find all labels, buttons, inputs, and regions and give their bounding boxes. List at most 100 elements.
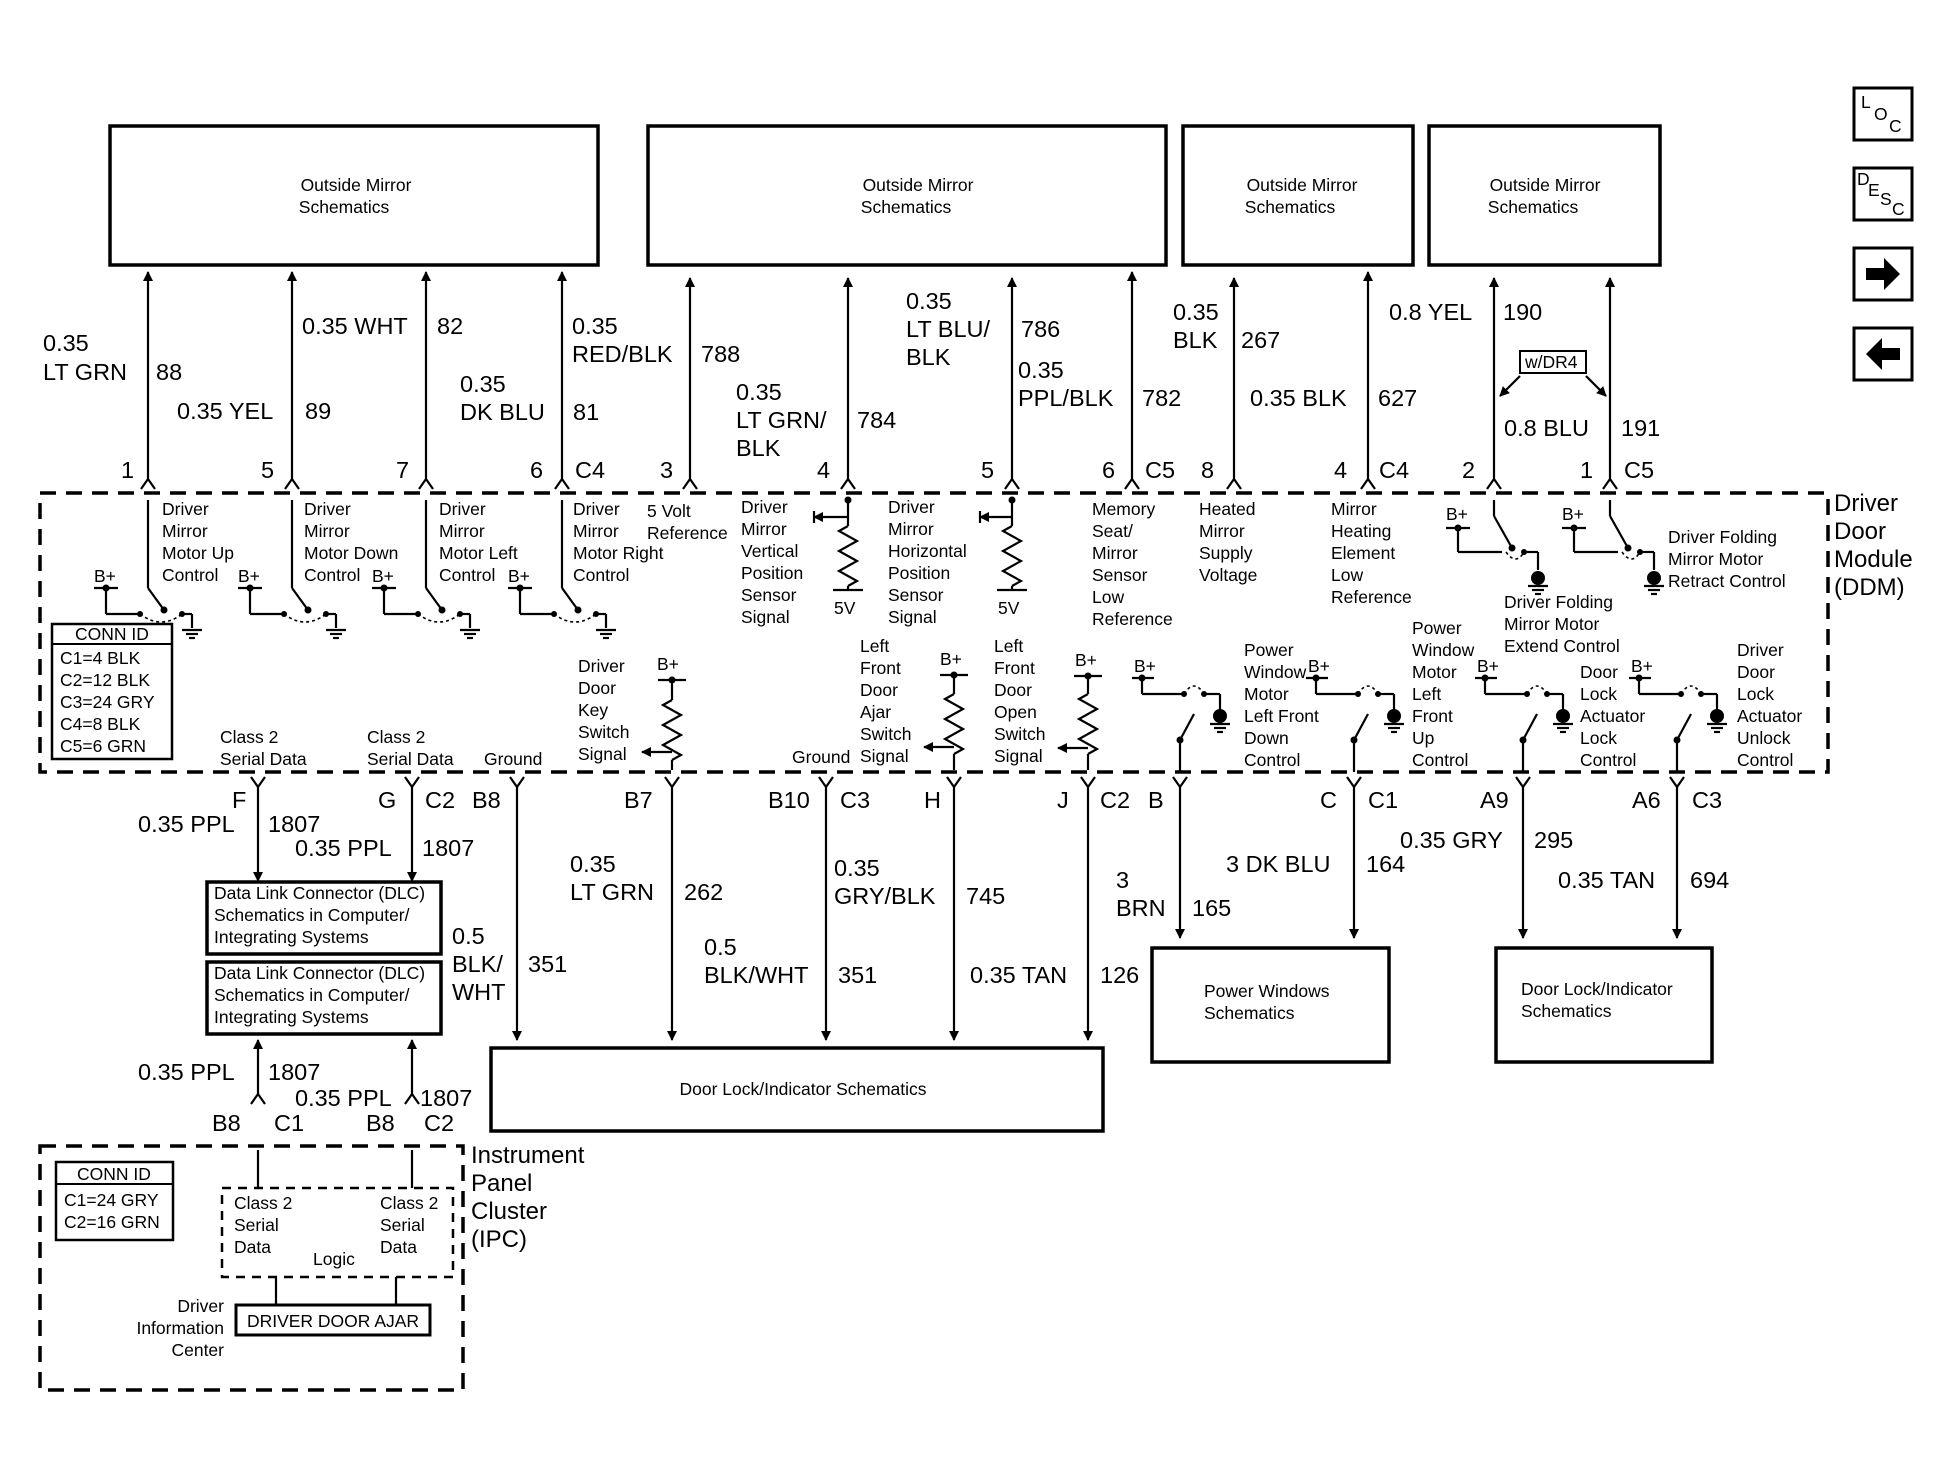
svg-text:Unlock: Unlock xyxy=(1737,728,1791,748)
top-wire-788: 0.35 RED/BLK 788 3 xyxy=(572,277,740,490)
outside-mirror-box-2: Outside Mirror Schematics xyxy=(646,124,1168,267)
door-unlock-switch: B+ xyxy=(1629,656,1727,772)
svg-text:0.35: 0.35 xyxy=(1173,299,1219,325)
svg-text:Serial Data: Serial Data xyxy=(220,749,307,769)
svg-text:7: 7 xyxy=(396,457,409,483)
svg-text:89: 89 xyxy=(305,398,331,424)
svg-text:Sensor: Sensor xyxy=(741,585,797,605)
svg-text:B8: B8 xyxy=(472,787,501,813)
bplus-label: B+ xyxy=(1308,656,1330,676)
svg-text:6: 6 xyxy=(1102,457,1115,483)
svg-text:DK BLU: DK BLU xyxy=(460,399,545,425)
svg-text:82: 82 xyxy=(437,313,463,339)
svg-text:B: B xyxy=(1148,787,1164,813)
svg-text:190: 190 xyxy=(1503,299,1542,325)
svg-text:Reference: Reference xyxy=(1092,609,1173,629)
outside-mirror-box-3: Outside Mirror Schematics xyxy=(1181,124,1415,267)
svg-text:Serial Data: Serial Data xyxy=(367,749,454,769)
svg-text:LT GRN: LT GRN xyxy=(570,879,654,905)
door-lock-indicator-box: Door Lock/Indicator Schematics xyxy=(489,1046,1105,1133)
function-label-165: Power Window Motor Left Front Down Contr… xyxy=(1244,640,1319,770)
loc-button[interactable]: L O C xyxy=(1852,86,1914,142)
prev-page-button[interactable] xyxy=(1852,326,1914,382)
svg-text:2: 2 xyxy=(1462,457,1475,483)
svg-text:BLK/: BLK/ xyxy=(452,951,503,977)
desc-button[interactable]: D E S C xyxy=(1852,166,1914,222)
svg-text:Mirror: Mirror xyxy=(1331,499,1377,519)
svg-text:C1=24 GRY: C1=24 GRY xyxy=(64,1190,159,1210)
svg-text:Door Lock/Indicator Schematics: Door Lock/Indicator Schematics xyxy=(679,1079,926,1099)
svg-text:Driver: Driver xyxy=(888,497,935,517)
svg-text:Control: Control xyxy=(439,565,495,585)
svg-text:Position: Position xyxy=(741,563,803,583)
box-text: Schematics xyxy=(1488,197,1579,217)
svg-text:165: 165 xyxy=(1192,895,1231,921)
svg-text:Control: Control xyxy=(304,565,360,585)
svg-text:4: 4 xyxy=(1334,457,1347,483)
top-wire-190: 0.8 YEL 190 2 xyxy=(1389,277,1542,490)
svg-text:Memory: Memory xyxy=(1092,499,1155,519)
svg-text:C2: C2 xyxy=(1100,787,1130,813)
box-text: Schematics xyxy=(299,197,390,217)
svg-text:0.8 YEL: 0.8 YEL xyxy=(1389,299,1472,325)
svg-text:Mirror: Mirror xyxy=(304,521,350,541)
svg-text:351: 351 xyxy=(528,951,567,977)
svg-text:B10: B10 xyxy=(768,787,810,813)
svg-text:Data Link Connector (DLC): Data Link Connector (DLC) xyxy=(214,963,425,983)
svg-text:A9: A9 xyxy=(1480,787,1509,813)
svg-text:BLK: BLK xyxy=(736,435,781,461)
bottom-wire-351-b10: B10 C3 0.5 BLK/WHT 351 xyxy=(704,776,877,1041)
folding-extend-switch: B+ xyxy=(1446,500,1548,596)
box-text: Outside Mirror xyxy=(1247,175,1358,195)
dlc-box-1: Data Link Connector (DLC) Schematics in … xyxy=(205,880,443,956)
svg-text:1807: 1807 xyxy=(268,811,320,837)
svg-text:Class 2: Class 2 xyxy=(234,1193,292,1213)
function-label-627: Mirror Heating Element Low Reference xyxy=(1331,499,1412,607)
svg-text:Lock: Lock xyxy=(1580,728,1617,748)
svg-text:Schematics: Schematics xyxy=(1204,1003,1295,1023)
svg-text:BLK/WHT: BLK/WHT xyxy=(704,962,808,988)
svg-text:Driver: Driver xyxy=(573,499,620,519)
svg-text:Ajar: Ajar xyxy=(860,702,891,722)
svg-text:Seat/: Seat/ xyxy=(1092,521,1133,541)
svg-text:PPL/BLK: PPL/BLK xyxy=(1018,385,1114,411)
svg-text:745: 745 xyxy=(966,883,1005,909)
svg-text:Power: Power xyxy=(1412,618,1462,638)
box-text: Outside Mirror xyxy=(1490,175,1601,195)
svg-text:Panel: Panel xyxy=(471,1170,532,1197)
svg-text:Left Front: Left Front xyxy=(1244,706,1319,726)
svg-text:Driver: Driver xyxy=(1834,490,1898,517)
svg-text:Mirror: Mirror xyxy=(1199,521,1245,541)
function-label-191: Driver Folding Mirror Motor Retract Cont… xyxy=(1668,527,1786,591)
svg-text:Door: Door xyxy=(860,680,898,700)
svg-text:Window: Window xyxy=(1412,640,1475,660)
svg-text:GRY/BLK: GRY/BLK xyxy=(834,883,936,909)
svg-text:Mirror: Mirror xyxy=(162,521,208,541)
svg-text:5: 5 xyxy=(981,457,994,483)
bottom-wire-745: H 0.35 GRY/BLK 745 xyxy=(834,776,1005,1041)
class2-label-f: Class 2 Serial Data xyxy=(220,727,307,769)
ipc-module-label: Instrument Panel Cluster (IPC) xyxy=(471,1142,585,1253)
svg-text:1: 1 xyxy=(121,457,134,483)
svg-text:Motor: Motor xyxy=(1244,684,1289,704)
top-wire-88: 0.35 LT GRN 88 1 xyxy=(43,271,182,490)
svg-text:CONN ID: CONN ID xyxy=(75,624,149,644)
bplus-label: B+ xyxy=(238,566,260,586)
bottom-wire-1807-f: F 0.35 PPL 1807 xyxy=(138,776,320,882)
svg-text:0.35: 0.35 xyxy=(906,288,952,314)
svg-text:Integrating Systems: Integrating Systems xyxy=(214,1007,369,1027)
svg-text:Driver Folding: Driver Folding xyxy=(1504,592,1613,612)
svg-text:Signal: Signal xyxy=(578,744,627,764)
svg-text:Control: Control xyxy=(573,565,629,585)
svg-text:Driver: Driver xyxy=(162,499,209,519)
svg-text:Front: Front xyxy=(1412,706,1453,726)
next-page-button[interactable] xyxy=(1852,246,1914,302)
svg-text:Logic: Logic xyxy=(313,1249,355,1269)
svg-text:LT BLU/: LT BLU/ xyxy=(906,316,990,342)
svg-text:3: 3 xyxy=(660,457,673,483)
svg-text:Data: Data xyxy=(234,1237,271,1257)
svg-text:351: 351 xyxy=(838,962,877,988)
svg-text:88: 88 xyxy=(156,359,182,385)
bplus-label: B+ xyxy=(657,654,679,674)
svg-text:Schematics in Computer/: Schematics in Computer/ xyxy=(214,985,410,1005)
